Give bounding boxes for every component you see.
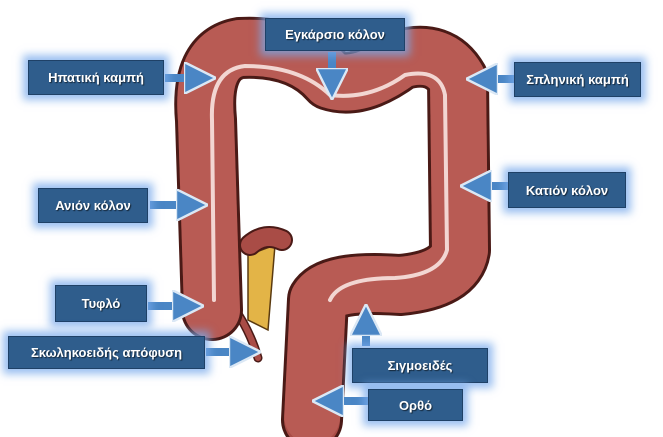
colon — [174, 16, 491, 437]
label-hepatic-flexure: Ηπατική καμπή — [28, 60, 164, 95]
label-ascending-colon: Ανιόν κόλον — [38, 188, 148, 223]
label-descending-colon: Κατιόν κόλον — [508, 172, 626, 208]
label-splenic-flexure: Σπληνική καμπή — [514, 62, 641, 97]
label-sigmoid: Σιγμοειδές — [352, 348, 488, 383]
label-rectum: Ορθό — [368, 389, 463, 421]
label-appendix: Σκωληκοειδής απόφυση — [8, 336, 205, 369]
label-cecum: Τυφλό — [55, 285, 147, 322]
taenia-coli — [209, 64, 449, 302]
mesoappendix-fat — [247, 243, 276, 332]
label-transverse-colon: Εγκάρσιο κόλον — [265, 18, 405, 51]
